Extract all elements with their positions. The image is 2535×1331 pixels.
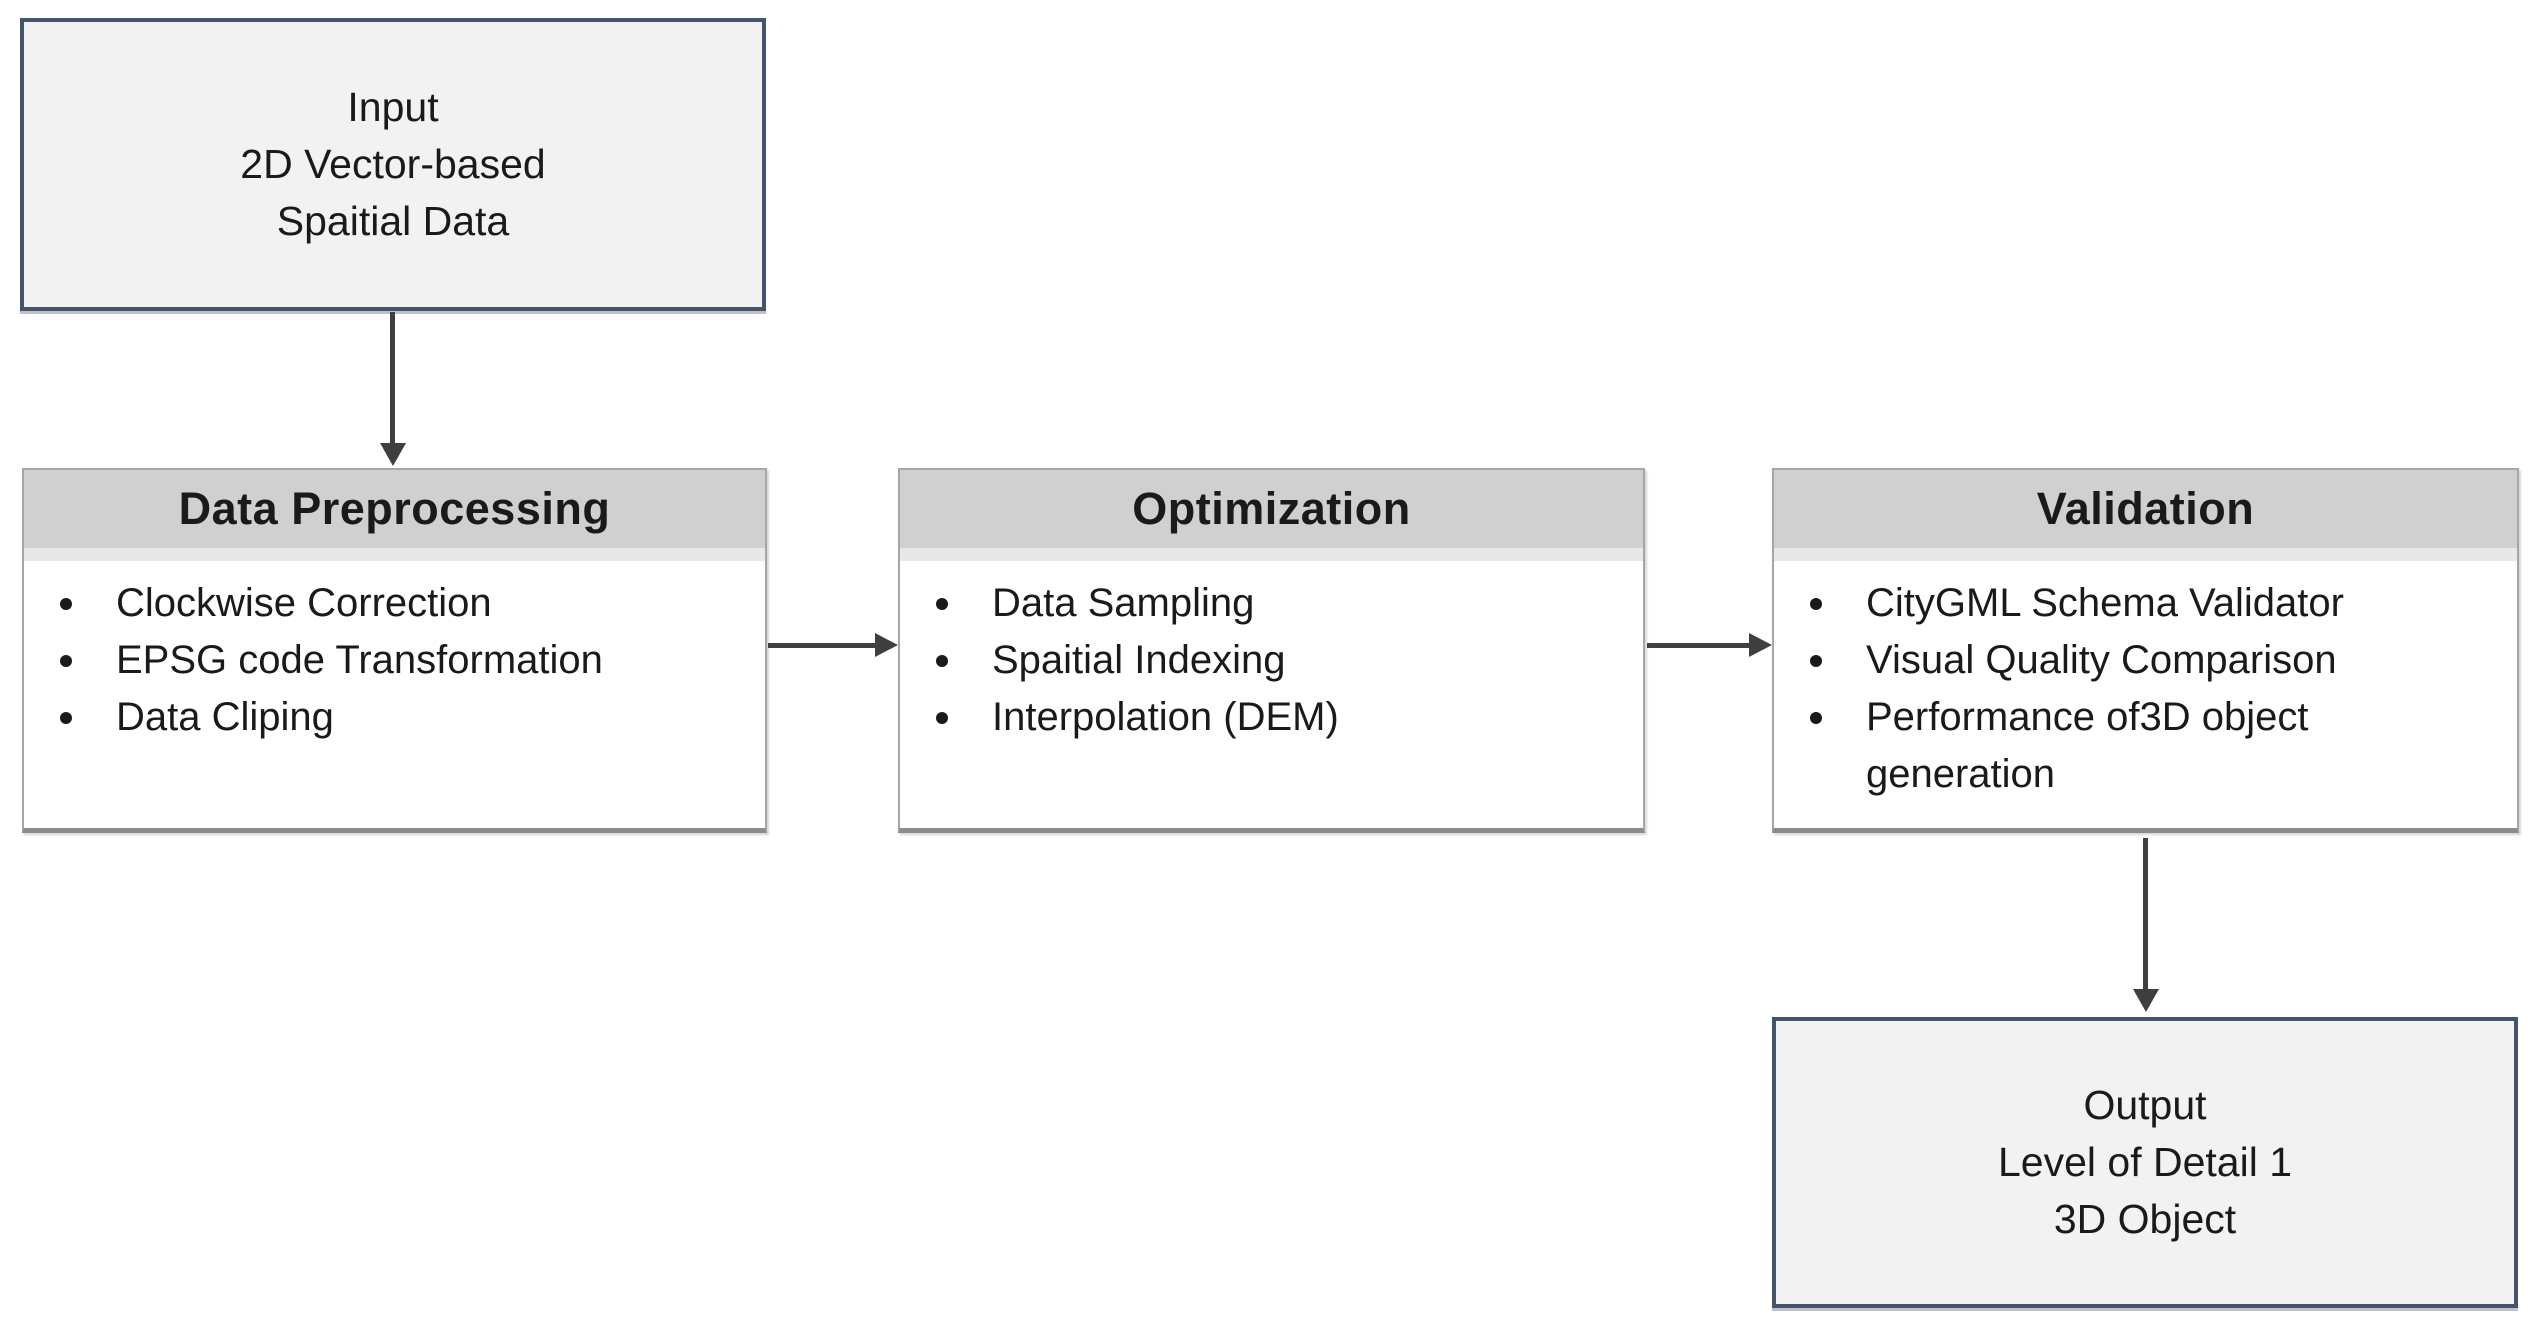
bullet-text: CityGML Schema Validator bbox=[1866, 581, 2344, 625]
bullet-dot-icon bbox=[1810, 598, 1822, 610]
bullet-text: Data Cliping bbox=[116, 695, 334, 739]
input-box-line: Input bbox=[347, 84, 439, 130]
input-box-line: Spaitial Data bbox=[276, 198, 510, 244]
output-box: Output Level of Detail 1 3D Object bbox=[1772, 1017, 2518, 1308]
arrow-shaft bbox=[768, 643, 876, 648]
stage-title: Validation bbox=[1774, 470, 2517, 548]
bullet-item: Visual Quality Comparison bbox=[1802, 632, 2499, 689]
bullet-text: Visual Quality Comparison bbox=[1866, 638, 2337, 682]
stage-box-validation: Validation CityGML Schema Validator Visu… bbox=[1772, 468, 2519, 833]
bullet-item: Spaitial Indexing bbox=[928, 632, 1625, 689]
arrow-shaft bbox=[390, 312, 395, 445]
arrow-head-right-icon bbox=[1749, 633, 1772, 657]
stage-header-band bbox=[24, 548, 765, 561]
stage-title: Data Preprocessing bbox=[24, 470, 765, 548]
arrow-head-down-icon bbox=[380, 443, 406, 466]
bullet-dot-icon bbox=[936, 655, 948, 667]
stage-header-band bbox=[1774, 548, 2517, 561]
bullet-item: EPSG code Transformation bbox=[52, 632, 747, 689]
bullet-item: Interpolation (DEM) bbox=[928, 689, 1625, 746]
arrow-shaft bbox=[2143, 838, 2148, 991]
arrow-shaft bbox=[1647, 643, 1750, 648]
bullet-dot-icon bbox=[60, 655, 72, 667]
bullet-dot-icon bbox=[60, 712, 72, 724]
stage-header-band bbox=[900, 548, 1643, 561]
output-box-line: Output bbox=[2083, 1082, 2207, 1128]
bullet-text: Interpolation (DEM) bbox=[992, 695, 1339, 739]
bullet-item: CityGML Schema Validator bbox=[1802, 575, 2499, 632]
bullet-item: Clockwise Correction bbox=[52, 575, 747, 632]
bullet-text: EPSG code Transformation bbox=[116, 638, 603, 682]
bullet-item: Data Sampling bbox=[928, 575, 1625, 632]
bullet-text: Spaitial Indexing bbox=[992, 638, 1286, 682]
bullet-dot-icon bbox=[60, 598, 72, 610]
output-box-line: 3D Object bbox=[2053, 1196, 2237, 1242]
bullet-item: Performance of3D object generation bbox=[1802, 689, 2499, 803]
stage-box-optimization: Optimization Data Sampling Spaitial Inde… bbox=[898, 468, 1645, 833]
stage-box-data-preprocessing: Data Preprocessing Clockwise Correction … bbox=[22, 468, 767, 833]
input-box: Input 2D Vector-based Spaitial Data bbox=[20, 18, 766, 311]
arrow-head-right-icon bbox=[875, 633, 898, 657]
arrow-head-down-icon bbox=[2133, 989, 2159, 1012]
bullet-dot-icon bbox=[936, 598, 948, 610]
bullet-dot-icon bbox=[1810, 712, 1822, 724]
bullet-text: Data Sampling bbox=[992, 581, 1255, 625]
stage-bullet-list: Clockwise Correction EPSG code Transform… bbox=[24, 561, 765, 828]
output-box-line: Level of Detail 1 bbox=[1997, 1139, 2292, 1185]
stage-bullet-list: CityGML Schema Validator Visual Quality … bbox=[1774, 561, 2517, 828]
bullet-text: Performance of3D object generation bbox=[1866, 695, 2309, 796]
input-box-line: 2D Vector-based bbox=[240, 141, 546, 187]
bullet-text: Clockwise Correction bbox=[116, 581, 492, 625]
bullet-item: Data Cliping bbox=[52, 689, 747, 746]
bullet-dot-icon bbox=[1810, 655, 1822, 667]
stage-title: Optimization bbox=[900, 470, 1643, 548]
stage-bullet-list: Data Sampling Spaitial Indexing Interpol… bbox=[900, 561, 1643, 828]
bullet-dot-icon bbox=[936, 712, 948, 724]
